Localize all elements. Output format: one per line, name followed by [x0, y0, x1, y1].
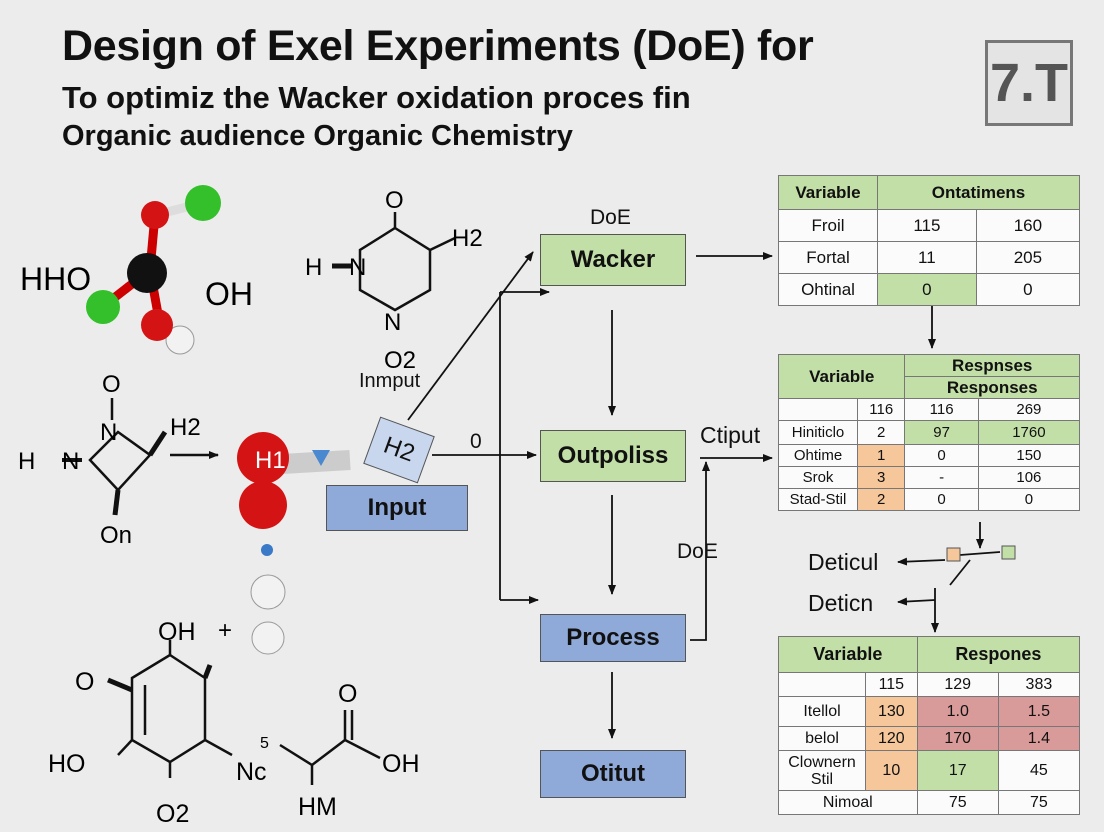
deticn-label: Deticn — [808, 590, 874, 616]
svg-text:H: H — [305, 254, 322, 281]
table3-header: Variable — [778, 636, 918, 673]
table1-header: Variable — [778, 175, 878, 210]
svg-text:HHO: HHO — [20, 261, 91, 297]
svg-text:OH: OH — [205, 276, 253, 312]
svg-text:O: O — [338, 680, 357, 708]
process-node: Process — [540, 614, 686, 662]
doe-top-label: DoE — [590, 206, 631, 229]
svg-text:O: O — [102, 371, 121, 398]
table3-header: Respones — [916, 636, 1081, 673]
doe-mid-label: DoE — [677, 540, 718, 563]
inmput-label: Inmput — [359, 370, 421, 392]
arrow-process-feedback — [690, 461, 710, 641]
page-subtitle-2: Organic audience Organic Chemistry — [62, 120, 573, 152]
logo: 7.T — [985, 40, 1073, 126]
table1-header: Ontatimens — [877, 175, 1080, 210]
molecule-h1: H1 + — [218, 432, 351, 655]
arrow-input-to-wacker — [407, 251, 534, 421]
svg-text:HM: HM — [298, 793, 337, 821]
molecule-ring-2 — [62, 398, 219, 516]
svg-text:OH: OH — [158, 618, 196, 646]
arrow-to-deticul — [897, 557, 946, 566]
svg-text:H2: H2 — [170, 414, 201, 441]
svg-text:O2: O2 — [156, 800, 189, 828]
table2-header: Variable — [777, 354, 906, 399]
ctiput-label: Ctiput — [700, 422, 761, 448]
svg-text:H: H — [18, 448, 35, 475]
svg-text:N: N — [100, 419, 117, 446]
page-subtitle: To optimiz the Wacker oxidation proces f… — [62, 80, 691, 115]
input-node: Input — [326, 485, 468, 531]
svg-text:H1: H1 — [255, 447, 286, 474]
svg-text:H2: H2 — [452, 225, 483, 252]
outpoliss-node: Outpoliss — [540, 430, 686, 482]
svg-text:N: N — [384, 309, 401, 336]
svg-text:Nc: Nc — [236, 758, 267, 786]
svg-text:HO: HO — [48, 750, 86, 778]
arrow-to-deticn — [897, 597, 936, 606]
molecule-ring-3 — [107, 640, 381, 785]
svg-text:N: N — [349, 254, 366, 281]
deticul-label: Deticul — [808, 549, 879, 575]
svg-text:O: O — [385, 187, 404, 214]
svg-text:N: N — [62, 448, 79, 475]
wacker-node: Wacker — [540, 234, 686, 286]
svg-text:OH: OH — [382, 750, 420, 778]
svg-text:On: On — [100, 522, 132, 549]
page-title: Design of Exel Experiments (DoE) for — [62, 22, 814, 70]
zero-label: 0 — [470, 430, 482, 453]
svg-text:+: + — [218, 617, 232, 644]
table2-header: Respnses — [904, 354, 1080, 377]
molecule-ring-1 — [332, 212, 456, 312]
otitut-node: Otitut — [540, 750, 686, 798]
table2-header: Responses — [904, 376, 1080, 399]
svg-text:O2: O2 — [384, 347, 416, 374]
molecule-ball-stick: HHO OH — [20, 185, 253, 355]
svg-text:O: O — [75, 668, 94, 696]
svg-text:5: 5 — [260, 735, 269, 752]
